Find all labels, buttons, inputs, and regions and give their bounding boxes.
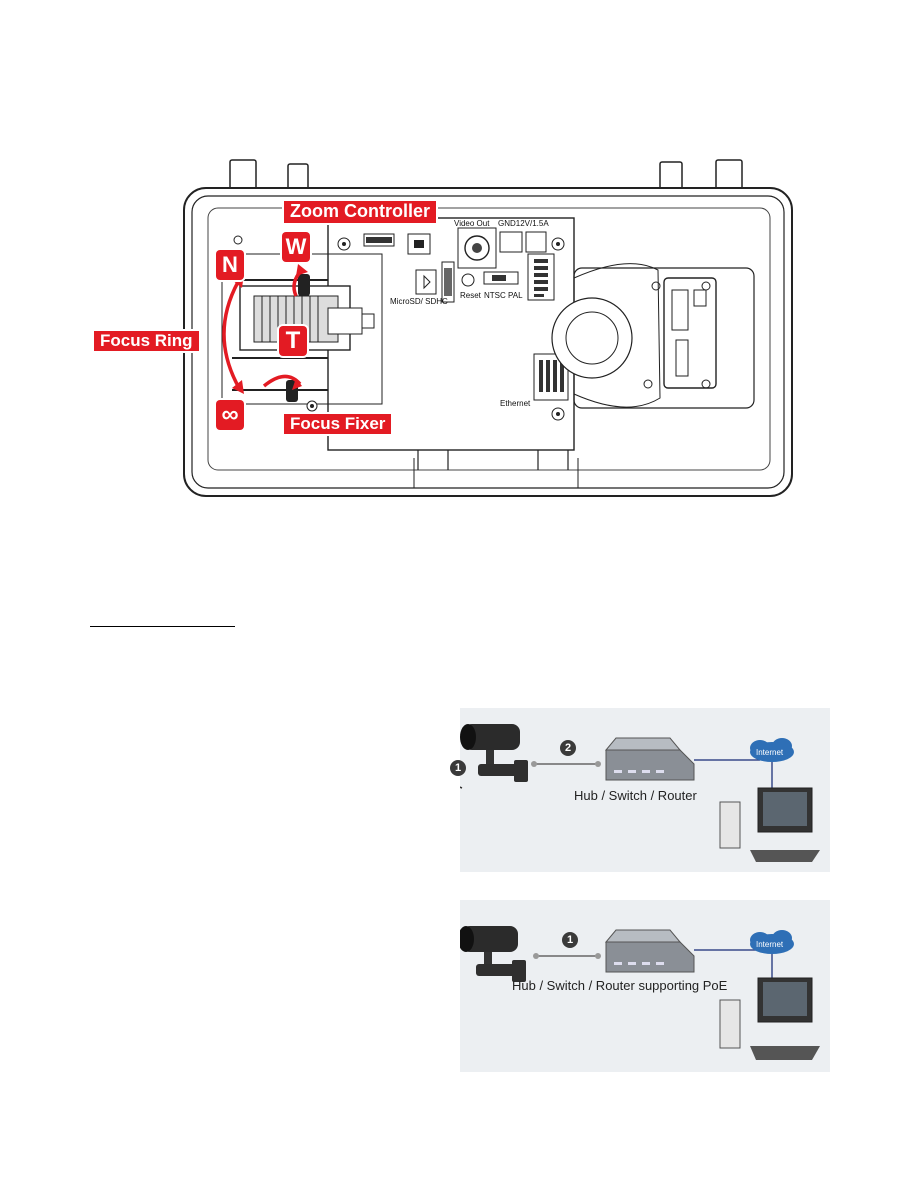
network-hub-icon: [604, 737, 695, 781]
zoom-controller-label: Zoom Controller: [284, 201, 436, 223]
connection-diagram-adapter: Internet 1 2 Hub / Switch / Router: [425, 708, 830, 872]
hub-label: Hub / Switch / Router: [574, 788, 697, 803]
adapter-diagram-drawing: Internet: [425, 717, 820, 862]
poe-diagram-drawing: Internet: [458, 926, 820, 1060]
camera-housing-figure: Video Out GND12V/1.5A Reset NTSC PAL Mic…: [94, 158, 798, 500]
pcb-microsd-label: MicroSD/ SDHC: [390, 297, 448, 306]
computer-icon: [719, 787, 820, 862]
step-1-marker: 1: [450, 760, 466, 776]
connection-diagram-poe: Internet 1 Hub / Switch / Router support…: [458, 900, 830, 1072]
section-heading-underline: [90, 626, 235, 627]
computer-icon: [719, 977, 820, 1060]
internet-cloud-icon: Internet: [750, 738, 794, 762]
near-badge: N: [216, 250, 244, 280]
pcb-reset-label: Reset: [460, 291, 482, 300]
camera-icon: [460, 724, 528, 782]
focus-ring-label: Focus Ring: [94, 331, 199, 352]
pcb-power-label: GND12V/1.5A: [498, 219, 549, 228]
focus-fixer-label: Focus Fixer: [284, 414, 392, 435]
tele-badge: T: [279, 326, 307, 356]
internet-cloud-icon: Internet: [750, 930, 794, 954]
pcb-video-out-label: Video Out: [454, 219, 490, 228]
hub-poe-label: Hub / Switch / Router supporting PoE: [512, 978, 728, 993]
wide-badge: W: [282, 232, 310, 262]
infinity-badge: ∞: [216, 400, 244, 430]
step-2-marker: 2: [560, 740, 576, 756]
network-hub-icon: [604, 929, 695, 973]
power-adapter-icon: [425, 717, 463, 789]
step-1-marker: 1: [562, 932, 578, 948]
internet-label: Internet: [756, 748, 784, 757]
pcb-ntsc-pal-label: NTSC PAL: [484, 291, 523, 300]
pcb-ethernet-label: Ethernet: [500, 399, 531, 408]
camera-housing-drawing: Video Out GND12V/1.5A Reset NTSC PAL Mic…: [183, 159, 793, 497]
camera-icon: [458, 926, 526, 982]
internet-label: Internet: [756, 940, 784, 949]
